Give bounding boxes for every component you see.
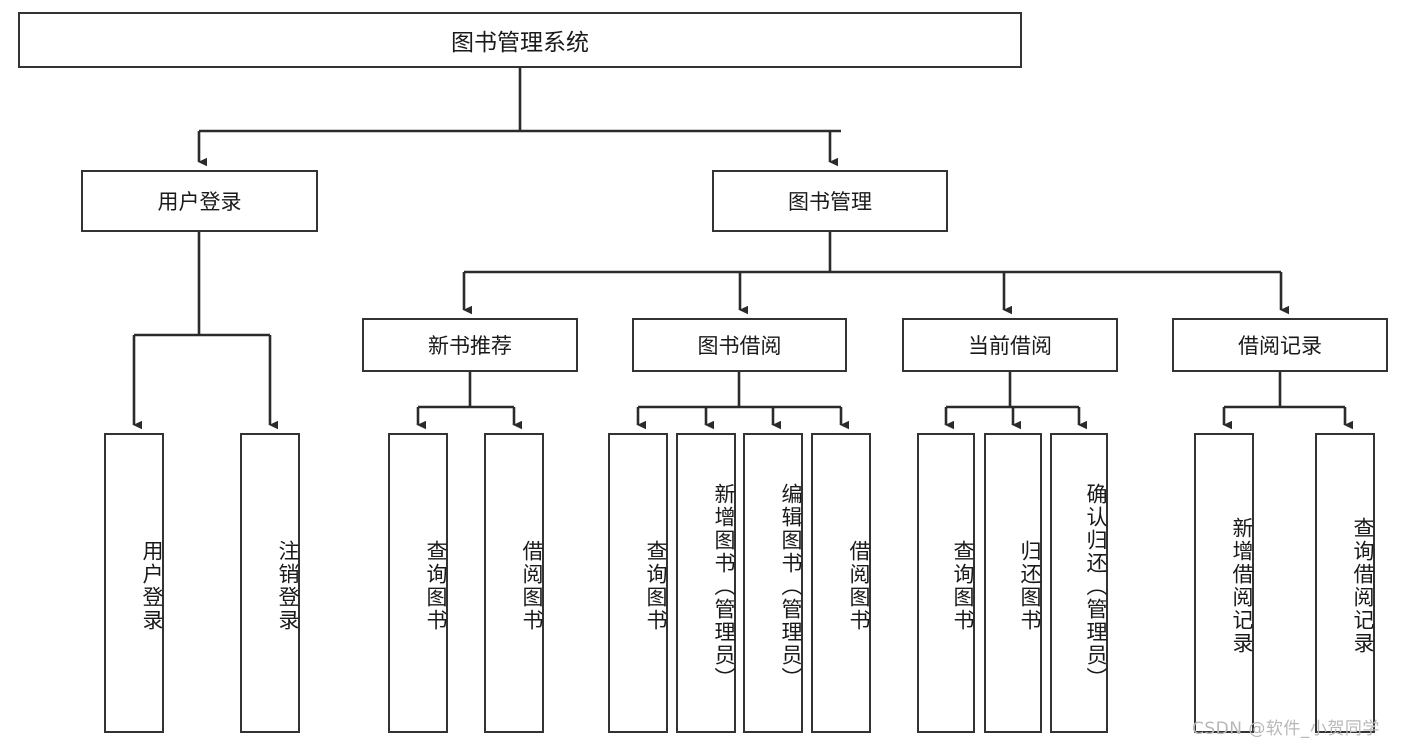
node-leaf-query-book-3-label: 查询图书 (951, 540, 975, 632)
node-leaf-add-book[interactable]: 新增图书（管理员） (676, 433, 736, 733)
node-leaf-user-logout-label: 注销登录 (276, 540, 300, 632)
node-leaf-edit-book[interactable]: 编辑图书（管理员） (743, 433, 803, 733)
node-current-borrow[interactable]: 当前借阅 (902, 318, 1118, 372)
node-leaf-query-book-1[interactable]: 查询图书 (388, 433, 448, 733)
connectors-currentborrow-to-leaves (944, 372, 1087, 430)
node-leaf-user-login-label: 用户登录 (140, 540, 164, 632)
node-new-book-recommend[interactable]: 新书推荐 (362, 318, 578, 372)
node-book-manage-label: 图书管理 (788, 190, 872, 214)
node-leaf-add-record[interactable]: 新增借阅记录 (1194, 433, 1254, 733)
node-user-login-label: 用户登录 (157, 190, 242, 214)
node-leaf-borrow-book-1-label: 借阅图书 (520, 540, 544, 632)
node-leaf-borrow-book-2-label: 借阅图书 (847, 540, 871, 632)
connectors-bookmanage-to-level2 (462, 232, 1289, 315)
node-leaf-query-record[interactable]: 查询借阅记录 (1315, 433, 1375, 733)
node-leaf-return-book[interactable]: 归还图书 (984, 433, 1042, 733)
connectors-newbook-to-leaves (416, 372, 522, 430)
node-leaf-add-record-label: 新增借阅记录 (1230, 517, 1254, 655)
node-leaf-user-login[interactable]: 用户登录 (104, 433, 164, 733)
node-leaf-query-book-3[interactable]: 查询图书 (917, 433, 975, 733)
node-leaf-confirm-return-label: 确认归还（管理员） (1084, 482, 1108, 690)
node-book-manage[interactable]: 图书管理 (712, 170, 948, 232)
node-book-borrow[interactable]: 图书借阅 (632, 318, 847, 372)
node-leaf-borrow-book-2[interactable]: 借阅图书 (811, 433, 871, 733)
node-root-system[interactable]: 图书管理系统 (18, 12, 1022, 68)
node-current-borrow-label: 当前借阅 (968, 334, 1052, 358)
connectors-root-to-level1 (197, 68, 841, 167)
node-book-borrow-label: 图书借阅 (697, 334, 782, 358)
connectors-borrowrecord-to-leaves (1222, 372, 1353, 430)
node-borrow-record[interactable]: 借阅记录 (1172, 318, 1388, 372)
node-leaf-return-book-label: 归还图书 (1018, 540, 1042, 632)
node-leaf-query-book-2[interactable]: 查询图书 (608, 433, 668, 733)
node-leaf-query-book-1-label: 查询图书 (424, 540, 448, 632)
csdn-watermark: CSDN @软件_小贺同学 (1192, 719, 1380, 739)
node-user-login[interactable]: 用户登录 (81, 170, 318, 232)
node-leaf-borrow-book-1[interactable]: 借阅图书 (484, 433, 544, 733)
node-leaf-query-book-2-label: 查询图书 (644, 540, 668, 632)
connectors-userlogin-to-leaves (132, 232, 278, 430)
node-root-label: 图书管理系统 (451, 30, 589, 56)
node-borrow-record-label: 借阅记录 (1238, 334, 1322, 358)
node-leaf-user-logout[interactable]: 注销登录 (240, 433, 300, 733)
node-leaf-query-record-label: 查询借阅记录 (1351, 517, 1375, 655)
node-new-book-recommend-label: 新书推荐 (428, 334, 512, 358)
node-leaf-edit-book-label: 编辑图书（管理员） (779, 482, 803, 690)
node-leaf-confirm-return[interactable]: 确认归还（管理员） (1050, 433, 1108, 733)
connectors-bookborrow-to-leaves (636, 372, 849, 430)
node-leaf-add-book-label: 新增图书（管理员） (712, 482, 736, 690)
